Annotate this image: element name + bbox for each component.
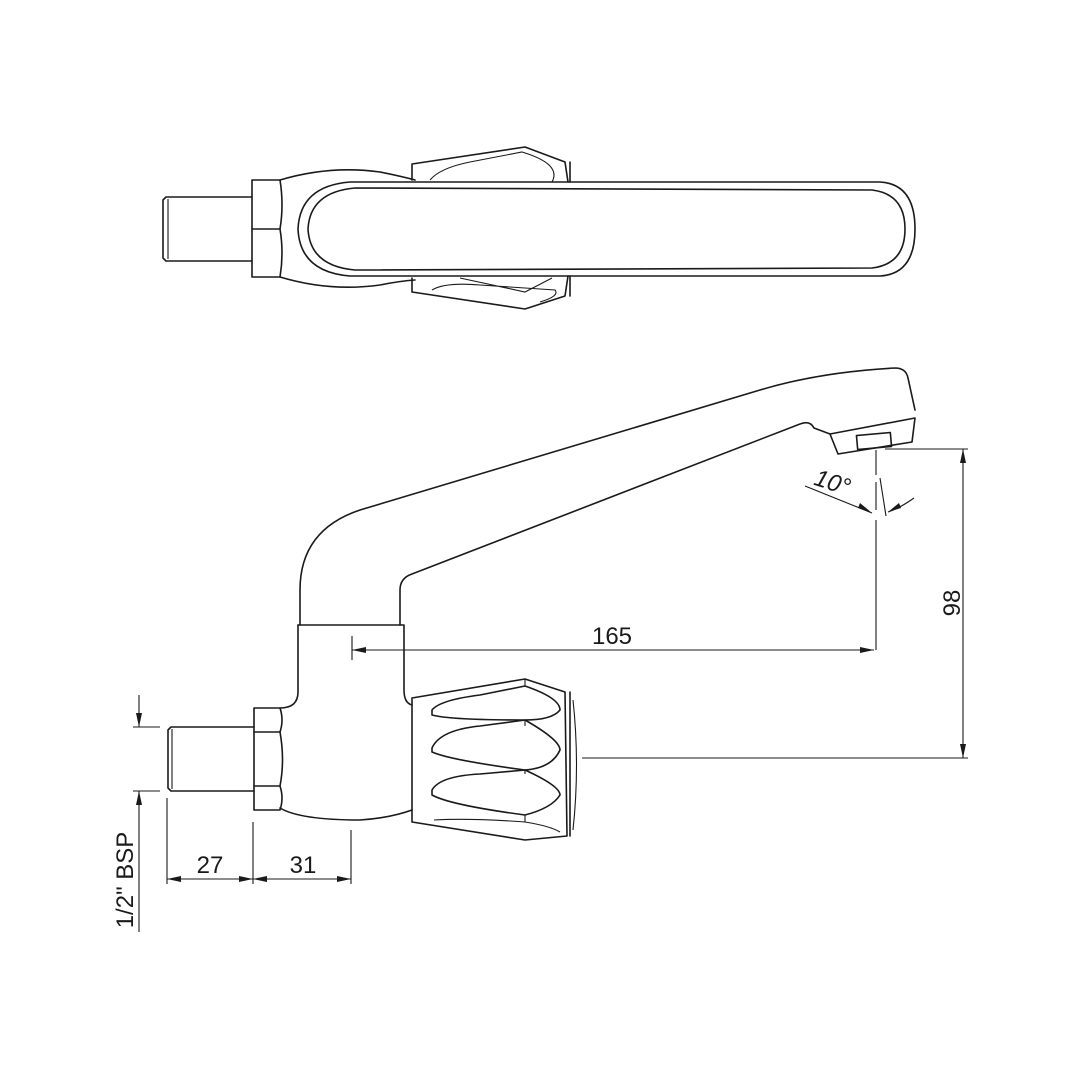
- control-knob: [411, 678, 578, 841]
- inlet-hex-nut: [253, 707, 284, 811]
- dim-angle-label: 10°: [811, 464, 854, 501]
- inlet-thread: [167, 726, 255, 792]
- dim-98-label: 98: [939, 590, 966, 617]
- top-view: [162, 146, 916, 310]
- spout-underside: [399, 421, 831, 626]
- body-collar: [297, 624, 413, 706]
- side-view: [167, 367, 916, 841]
- top-knob-lower: [411, 275, 569, 310]
- dim-thread-size-label: 1/2" BSP: [112, 832, 139, 929]
- dimensions: 165 10° 98 27 31 1/2: [112, 448, 968, 932]
- dim-165-label: 165: [592, 623, 632, 650]
- body-bottom: [279, 807, 413, 821]
- dim-27-label: 27: [197, 852, 224, 879]
- top-body: [279, 169, 416, 288]
- dim-31-label: 31: [290, 852, 317, 879]
- top-lever-outer: [297, 181, 916, 277]
- top-thread-stub: [162, 196, 253, 262]
- top-lever-inner: [307, 187, 906, 271]
- aerator: [829, 417, 916, 455]
- top-knob-upper: [411, 146, 569, 183]
- aerator-outlet: [855, 431, 893, 451]
- spout: [299, 367, 916, 626]
